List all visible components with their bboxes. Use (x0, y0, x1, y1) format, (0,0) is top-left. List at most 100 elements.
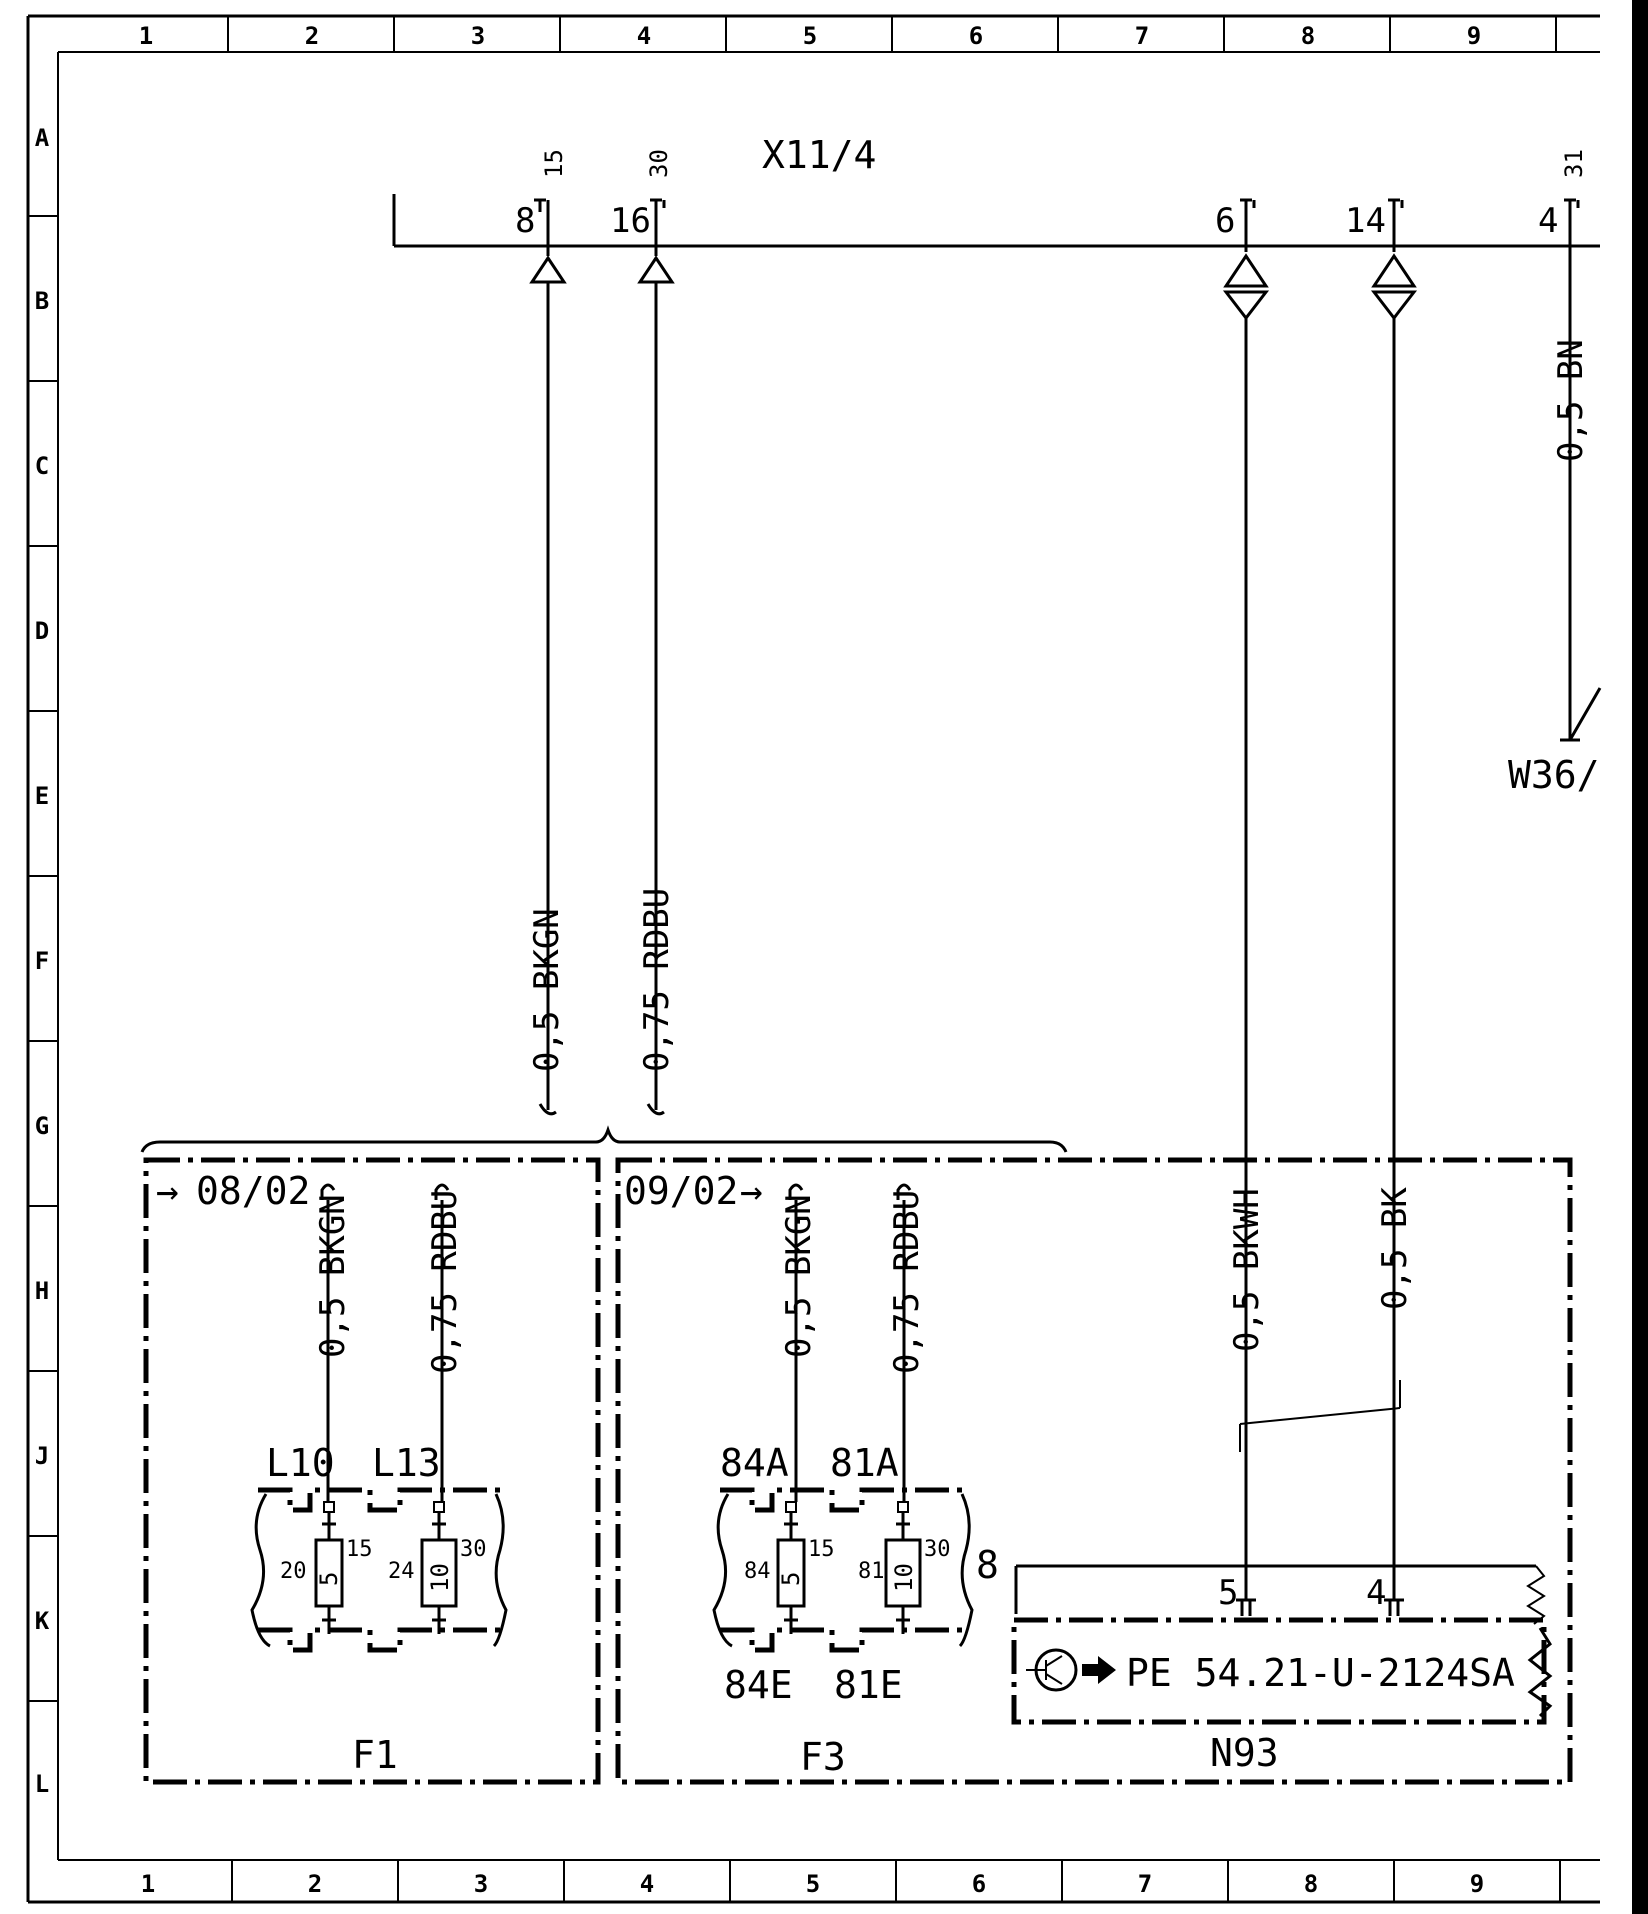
row-H: H (35, 1277, 49, 1305)
pin-8-terminal (534, 198, 550, 212)
pin-8-label: 8 (515, 201, 535, 241)
col-2-bottom: 2 (308, 1870, 322, 1898)
row-E: E (35, 782, 49, 810)
f3-fuse-a-num: 84 (744, 1559, 771, 1584)
f1-id: F1 (352, 1733, 398, 1777)
module-pin-a: 5 (1218, 1573, 1238, 1613)
terminal-30-label: 30 (645, 149, 673, 178)
col-4-bottom: 4 (640, 1870, 654, 1898)
row-A: A (35, 124, 50, 152)
wire-rdbu-label: 0,75 RDBU (637, 888, 677, 1072)
f3-fuse-b-term: 30 (924, 1537, 951, 1562)
pin-6-label: 6 (1215, 201, 1235, 241)
wire-bkgn-break (538, 1075, 557, 1116)
col-8-top: 8 (1301, 22, 1315, 50)
f3-id: F3 (800, 1735, 846, 1779)
f1-fuse-a-num: 20 (280, 1559, 307, 1584)
f1-arrow: → (156, 1169, 179, 1213)
plug-symbol-6 (1222, 253, 1270, 321)
col-7-bottom: 7 (1138, 1870, 1152, 1898)
fuse-box-f1: → 08/02 0,5 BKGN 0,75 RDBU L10 L13 5 20 … (143, 1157, 601, 1785)
fuse-box-brace (140, 1125, 1068, 1153)
f3-fuse-a-amp: 5 (777, 1572, 805, 1586)
wire-bkwh-label: 0,5 BKWH (1227, 1188, 1267, 1352)
row-F: F (35, 947, 49, 975)
module-pin-b: 4 (1366, 1573, 1386, 1613)
f1-ref: 08/02 (196, 1169, 310, 1213)
f1-fuse-a-term: 15 (346, 1537, 373, 1562)
row-C: C (35, 452, 49, 480)
col-6-top: 6 (969, 22, 983, 50)
col-3-top: 3 (471, 22, 485, 50)
f1-wire-a-break (320, 1183, 336, 1200)
col-9-top: 9 (1467, 22, 1481, 50)
col-1-bottom: 1 (141, 1870, 155, 1898)
pin-14-label: 14 (1345, 201, 1386, 241)
plug-symbol-8 (529, 255, 567, 284)
pointing-hand-icon (1082, 1656, 1116, 1684)
col-8-bottom: 8 (1304, 1870, 1318, 1898)
module-terminal-b (1384, 1598, 1404, 1616)
f3-wire-a-break (788, 1183, 804, 1200)
pin-4-label: 4 (1538, 201, 1558, 241)
connector-x11-4: X11/4 8 15 16 30 6 14 4 31 (392, 133, 1600, 248)
column-ruler-bottom: 1 2 3 4 5 6 7 8 9 (141, 1860, 1561, 1902)
wire-bn-label: 0,5 BN (1551, 339, 1591, 462)
row-D: D (35, 617, 49, 645)
wire-bkgn-label: 0,5 BKGN (527, 908, 567, 1072)
f1-fuse-b-term: 30 (460, 1537, 487, 1562)
f3-slot-b: 81A (830, 1441, 899, 1485)
f3-slot-a: 84A (720, 1441, 789, 1485)
f3-arrow: → (740, 1169, 763, 1213)
terminal-15-label: 15 (540, 149, 568, 178)
col-6-bottom: 6 (972, 1870, 986, 1898)
f3-fuse-b-num: 81 (858, 1559, 885, 1584)
f3-fuse-b-amp: 10 (890, 1563, 918, 1592)
f3-ref: 09/02 (624, 1169, 738, 1213)
f3-slot-b-bottom: 81E (834, 1663, 903, 1707)
f3-fuse-a-term: 15 (808, 1537, 835, 1562)
connector-name: X11/4 (762, 133, 876, 177)
row-ruler-left: A B C D E F G H J K L (28, 124, 58, 1798)
module-reference: PE 54.21-U-2124SA (1126, 1651, 1515, 1695)
row-B: B (35, 287, 49, 315)
col-5-top: 5 (803, 22, 817, 50)
module-jagged-top (1526, 1565, 1546, 1625)
twisted-pair-symbol (1239, 1380, 1401, 1452)
f1-wire-b-label: 0,75 RDBU (425, 1190, 465, 1374)
f3-slot-a-bottom: 84E (724, 1663, 793, 1707)
f3-wire-b-break (896, 1183, 912, 1200)
f1-fuse-b-num: 24 (388, 1559, 415, 1584)
module-id: N93 (1210, 1731, 1279, 1775)
f1-fuse-a-amp: 5 (315, 1572, 343, 1586)
ground-symbol (1560, 687, 1602, 742)
module-jagged-right (1527, 1627, 1553, 1718)
module-side-num: 8 (976, 1543, 999, 1587)
wire-bk-label: 0,5 BK (1375, 1187, 1415, 1310)
column-ruler-top: 1 2 3 4 5 6 7 8 9 (139, 16, 1557, 52)
col-3-bottom: 3 (474, 1870, 488, 1898)
fuse-box-f3: 09/02 → 0,5 BKGN 0,75 RDBU 84A 81A 5 84 … (615, 1157, 1573, 1785)
f1-slot-a: L10 (266, 1441, 335, 1485)
col-4-top: 4 (637, 22, 651, 50)
f1-wire-b-break (434, 1183, 450, 1200)
col-1-top: 1 (139, 22, 153, 50)
ground-label: W36/ (1508, 753, 1600, 797)
col-5-bottom: 5 (806, 1870, 820, 1898)
plug-symbol-16 (637, 255, 675, 284)
col-9-bottom: 9 (1470, 1870, 1484, 1898)
f1-wire-a-label: 0,5 BKGN (313, 1194, 353, 1358)
col-7-top: 7 (1135, 22, 1149, 50)
module-terminal-a (1236, 1598, 1256, 1616)
f3-wire-a-label: 0,5 BKGN (779, 1194, 819, 1358)
f3-wire-b-label: 0,75 RDBU (887, 1190, 927, 1374)
module-n93: 8 5 4 PE 54.21-U-2124SA N93 (976, 1380, 1553, 1775)
f1-slot-b: L13 (372, 1441, 441, 1485)
plug-symbol-14 (1370, 253, 1418, 321)
row-G: G (35, 1112, 49, 1140)
row-L: L (35, 1770, 49, 1798)
wire-rdbu-break (646, 1075, 665, 1116)
f1-fuse-b-amp: 10 (426, 1563, 454, 1592)
row-J: J (35, 1442, 49, 1470)
